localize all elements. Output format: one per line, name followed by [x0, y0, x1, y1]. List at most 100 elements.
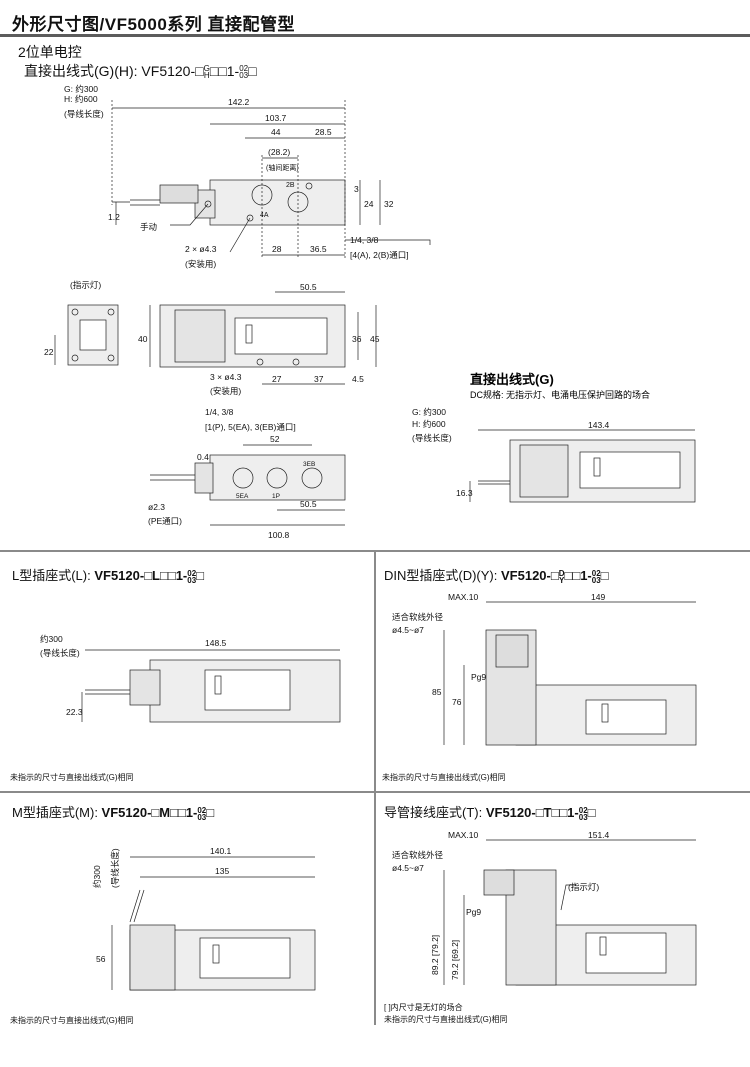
dim-37: 37	[314, 374, 324, 384]
pitch-note: (轴间距离)	[266, 163, 299, 172]
port-note: [4(A), 2(B)通口]	[350, 250, 409, 260]
m-indicator	[212, 944, 220, 964]
dim-103-7: 103.7	[265, 113, 287, 123]
title-part: 系列 直接配管型	[167, 15, 296, 34]
wire-note: (导线长度)	[64, 109, 104, 119]
g-type-title: 直接出线式(G)	[470, 372, 554, 387]
section-divider	[374, 550, 376, 1025]
section-model: VF5120-□	[501, 568, 559, 583]
model-box: □	[206, 805, 215, 820]
dim-16-3: 16.3	[456, 488, 473, 498]
t-lamp: (指示灯)	[568, 882, 599, 892]
screw	[71, 354, 79, 362]
model-text: □□1-	[209, 63, 240, 79]
section-label: DIN型插座式(D)(Y):	[384, 568, 501, 583]
title-underline	[0, 34, 750, 37]
screw	[107, 308, 115, 316]
t-conduit	[483, 869, 515, 896]
plan-window	[234, 317, 328, 355]
g-coil	[519, 444, 569, 498]
t-window	[585, 932, 667, 974]
lead-wire	[150, 474, 195, 481]
g-indicator	[593, 457, 601, 477]
port-5ea	[232, 467, 254, 489]
lead-wire	[112, 199, 160, 206]
mount-hole	[246, 214, 254, 222]
section-model: □□1-	[564, 568, 592, 583]
sub: Y	[558, 575, 565, 585]
pe-note: (PE通口)	[148, 516, 182, 526]
t-indicator	[599, 936, 607, 956]
section-t-drawing: MAX.10 151.4 适合软线外径 ø4.5~ø7 Pg9 (指示灯) 89…	[384, 830, 697, 1024]
wire-g: G: 约300	[64, 84, 98, 94]
din-cable: 适合软线外径	[392, 612, 444, 622]
wire-h: H: 约600	[64, 94, 98, 104]
mount-hole	[256, 358, 264, 366]
sub: H	[203, 71, 210, 81]
din-max: MAX.10	[448, 592, 479, 602]
manual-button	[204, 200, 212, 208]
mount-note: (安装用)	[185, 259, 216, 269]
lamp-label: (指示灯)	[70, 280, 101, 290]
g-wire-g: G: 约300	[412, 407, 446, 417]
din-indicator	[601, 703, 609, 723]
dim-28-5: 28.5	[315, 127, 332, 137]
sup: 02	[197, 805, 207, 815]
leader	[170, 203, 209, 226]
dim-142-2: 142.2	[228, 97, 250, 107]
dim-36-5: 36.5	[310, 244, 327, 254]
page-title: 外形尺寸图/VF5000系列 直接配管型	[12, 10, 295, 35]
l-wire-len: 约300	[40, 634, 63, 644]
m-wire-len: 约300	[92, 865, 102, 888]
dim-151-4: 151.4	[588, 830, 610, 840]
sup: G	[203, 64, 210, 74]
din-cable-dia: ø4.5~ø7	[392, 625, 424, 635]
l-wire-note: (导线长度)	[40, 648, 80, 658]
model-box: □	[248, 63, 257, 79]
dim-4-5: 4.5	[352, 374, 364, 384]
m-wire	[129, 889, 145, 923]
mount-label: 2 × ø4.3	[185, 244, 217, 254]
plan-mount: 3 × ø4.3	[210, 372, 242, 382]
plan-mount-note: (安装用)	[210, 386, 241, 396]
l-note: 未指示的尺寸与直接出线式(G)相同	[10, 772, 134, 782]
l-wire	[85, 689, 130, 695]
section-l-drawing: 约300 (导线长度) 148.5 22.3 未指示的尺寸与直接出线式(G)相同	[10, 634, 341, 782]
bottom-port: 1/4, 3/8	[205, 407, 234, 417]
sub: 03	[578, 812, 588, 822]
dim-89-2: 89.2 [79.2]	[430, 935, 440, 975]
model-box: □	[587, 805, 596, 820]
sup: 02	[239, 64, 249, 74]
sup: 02	[578, 805, 588, 815]
coil-cap	[159, 184, 199, 204]
section-label: M型插座式(M):	[12, 805, 102, 820]
dim-76: 76	[452, 697, 462, 707]
title-part: 外形尺寸图/	[12, 15, 105, 34]
section-divider	[0, 791, 750, 793]
dim-2-3: ø2.3	[148, 502, 165, 512]
m-socket	[129, 924, 176, 991]
bottom-body	[209, 454, 346, 501]
port-3eb	[301, 467, 323, 489]
l-window	[204, 669, 291, 711]
dim-28: 28	[272, 244, 282, 254]
screw	[71, 308, 79, 316]
section-label: 导管接线座式(T):	[384, 805, 486, 820]
t-cable: 适合软线外径	[392, 850, 444, 860]
dim-22: 22	[44, 347, 54, 357]
dim-140-1: 140.1	[210, 846, 232, 856]
model-text: 直接出线式(G)(H): VF5120-□	[24, 63, 204, 79]
din-note: 未指示的尺寸与直接出线式(G)相同	[382, 772, 506, 782]
dim-50-5b: 50.5	[300, 499, 317, 509]
sup: 02	[187, 568, 197, 578]
dim-3: 3	[354, 184, 359, 194]
dim-79-2: 79.2 [69.2]	[450, 940, 460, 980]
section-din-drawing: MAX.10 149 适合软线外径 ø4.5~ø7 Pg9 85 76 未指示的…	[382, 592, 697, 782]
sub: 03	[591, 575, 601, 585]
dim-32: 32	[384, 199, 394, 209]
g-wire-note: (导线长度)	[412, 433, 452, 443]
